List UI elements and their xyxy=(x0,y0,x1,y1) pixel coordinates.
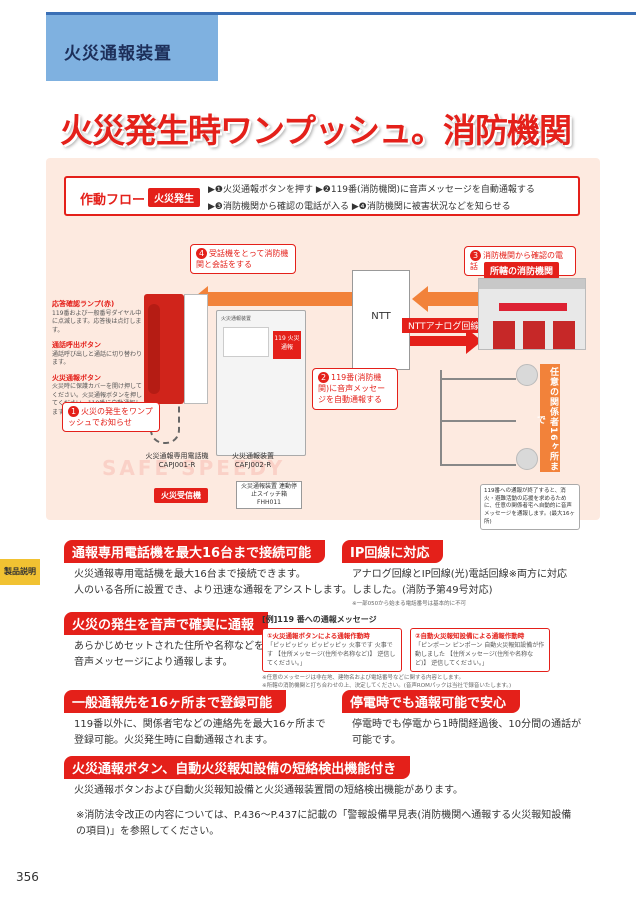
step-1-icon: 1 xyxy=(68,406,79,417)
lamp-text: 119番および一般番号ダイヤル中に点滅します。応答後は点灯します。 xyxy=(52,309,142,334)
system-diagram: SAFE SPEEDY 作動フロー 火災発生 ▶❶火災通報ボタンを押す ▶❷11… xyxy=(46,158,600,531)
ntt-analog-line: NTTアナログ回線 xyxy=(402,318,486,333)
ntt-box: NTT xyxy=(352,270,410,370)
example-title: [例]119 番への通報メッセージ xyxy=(262,615,377,624)
example-card-auto: ②自動火災報知設備による通報作動時 「ピンポーン ピンポーン 自動火災報知設備が… xyxy=(410,628,550,673)
device-119-button: 119 火災通報 xyxy=(273,331,301,359)
flow-badge: 火災発生 xyxy=(148,188,200,207)
operation-flow-box: 作動フロー 火災発生 ▶❶火災通報ボタンを押す ▶❷119番(消防機関)に音声メ… xyxy=(64,176,580,216)
fire-station-image xyxy=(478,278,586,350)
fire-button-heading: 火災通報ボタン xyxy=(52,373,101,382)
arrowhead-left-icon xyxy=(412,286,428,312)
call-button-text: 通話呼び出しと通話に切り替わります。 xyxy=(52,350,143,367)
headline: 火災発生時ワンプッシュ。消防機関 xyxy=(60,111,572,150)
feature-short-detection: 火災通報ボタン、自動火災報知設備の短絡検出機能付き 火災通報ボタンおよび自動火災… xyxy=(64,756,463,799)
interlock-switch-label: 火災通報装置 連動停止スイッチ箱 FHH011 xyxy=(236,481,302,510)
step-4-icon: 4 xyxy=(196,248,207,259)
arrow-ntt-to-phone xyxy=(206,292,352,306)
feature-heading: 停電時でも通報可能で安心 xyxy=(342,690,521,713)
feature-heading: 火災の発生を音声で確実に通報 xyxy=(64,612,269,635)
call-button-heading: 通話呼出ボタン xyxy=(52,340,101,349)
feature-voice-report: 火災の発生を音声で確実に通報 あらかじめセットされた住所や名称などを、 音声メッ… xyxy=(64,612,274,670)
stakeholder-note: 119番への通報が終了すると、消火・避難活動の応援を求めるために、任意の関係者宅… xyxy=(480,484,580,531)
device-label: 火災通報装置 CAFJ002-R xyxy=(232,452,274,470)
ip-note: ※一部050から始まる電話番号は基本的に不可 xyxy=(352,601,467,607)
section-title: 火災通報装置 xyxy=(64,44,172,64)
message-example: [例]119 番への通報メッセージ ①火災通報ボタンによる通報作動時 「ピッピッ… xyxy=(262,614,582,691)
fire-phone-image xyxy=(144,294,184,404)
feature-16-destinations: 一般通報先を16ヶ所まで登録可能 119番以外に、関係者宅などの連絡先を最大16… xyxy=(64,690,326,748)
footnote: ※消防法令改正の内容については、P.436～P.437に記載の「警報設備早見表(… xyxy=(76,810,572,837)
feature-heading: 火災通報ボタン、自動火災報知設備の短絡検出機能付き xyxy=(64,756,411,779)
feature-ip-line: IP回線に対応 アナログ回線とIP回線(光)電話回線※両方に対応 しました。(消… xyxy=(342,540,567,607)
page-number: 356 xyxy=(16,870,39,884)
person-icon xyxy=(516,448,538,470)
arrow-station-to-ntt xyxy=(426,292,478,306)
phone-feature-notes: 応答確認ランプ(赤) 119番および一般番号ダイヤル中に点滅します。応答後は点灯… xyxy=(52,300,144,417)
side-label: 製品説明 xyxy=(0,559,40,585)
flow-step-3-4: ▶❸消防機関から確認の電話が入る ▶❹消防機関に被害状況などを知らせる xyxy=(208,202,511,212)
flow-title: 作動フロー xyxy=(80,193,146,208)
feature-heading: 一般通報先を16ヶ所まで登録可能 xyxy=(64,690,287,713)
station-label: 所轄の消防機関 xyxy=(484,262,560,279)
device-screen-title: 火災通報装置 xyxy=(221,316,252,322)
fire-receiver: 火災受信機 xyxy=(154,488,208,503)
ntt-label: NTT xyxy=(371,311,391,322)
lamp-heading: 応答確認ランプ(赤) xyxy=(52,300,115,308)
section-tab: 火災通報装置 xyxy=(46,15,218,81)
person-icon xyxy=(516,364,538,386)
stakeholders-badge: 任意の関係者16ヶ所まで xyxy=(535,364,560,472)
feature-heading: IP回線に対応 xyxy=(342,540,444,563)
fire-alarm-device-image: 火災通報装置 119 火災通報 xyxy=(216,310,306,456)
feature-heading: 通報専用電話機を最大16台まで接続可能 xyxy=(64,540,326,563)
step-3-icon: 3 xyxy=(470,250,481,261)
handset-icon xyxy=(148,304,160,394)
phone-label: 火災通報専用電話機 CAPJ001-R xyxy=(145,452,209,470)
phone-panel xyxy=(184,294,208,404)
flow-step-1-2: ▶❶火災通報ボタンを押す ▶❷119番(消防機関)に音声メッセージを自動通報する xyxy=(208,185,535,195)
feature-16-phones: 通報専用電話機を最大16台まで接続可能 火災通報専用電話機を最大16台まで接続で… xyxy=(64,540,352,598)
feature-power-outage: 停電時でも通報可能で安心 停電時でも停電から1時間経過後、10分間の通話が 可能… xyxy=(342,690,581,748)
arrow-ntt-to-station xyxy=(410,336,466,346)
top-rule xyxy=(46,12,636,15)
step-2-icon: 2 xyxy=(318,372,329,383)
safe-speedy-watermark: SAFE SPEEDY xyxy=(102,456,286,480)
example-card-button: ①火災通報ボタンによる通報作動時 「ピッピッピッ ピッピッピッ 火事です 火事で… xyxy=(262,628,402,673)
